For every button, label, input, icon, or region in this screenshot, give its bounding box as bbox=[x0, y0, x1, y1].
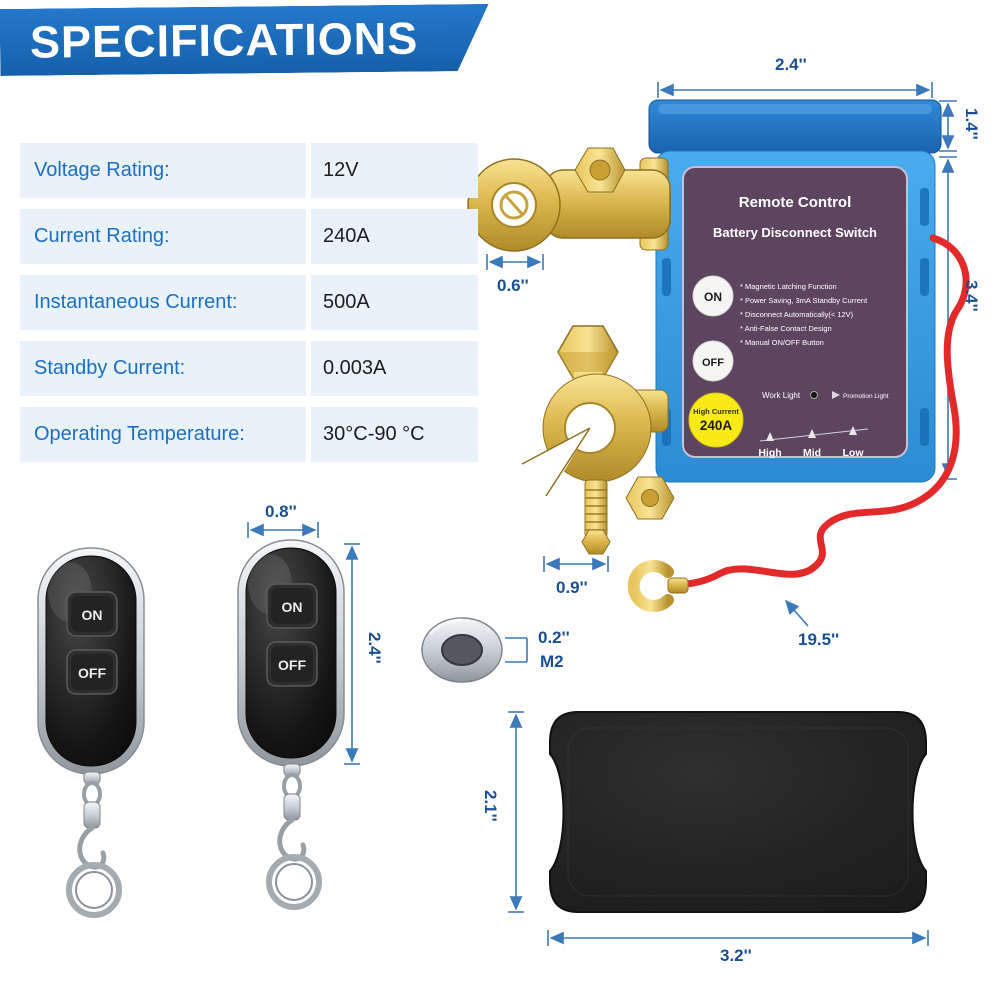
remote-fob-1 bbox=[38, 548, 144, 915]
work-light-label: Work Light bbox=[762, 391, 801, 400]
wire-ring-terminal bbox=[627, 560, 674, 612]
remote-fob-2 bbox=[238, 540, 344, 907]
dim-device-height: 3.4'' bbox=[962, 280, 981, 312]
dim-wire-length: 19.5'' bbox=[798, 630, 840, 649]
level-mid-label: Mid bbox=[803, 447, 821, 459]
feature-item: * Anti-False Contact Design bbox=[740, 324, 832, 333]
badge-line2: 240A bbox=[700, 418, 733, 433]
dim-remote-width: 0.8'' bbox=[265, 502, 297, 521]
level-tick-high bbox=[766, 432, 774, 441]
spec-label: Voltage Rating: bbox=[20, 143, 306, 198]
spec-value: 30°C-90 °C bbox=[311, 407, 478, 462]
dim-ring-terminal: 0.6'' bbox=[497, 276, 529, 295]
spec-table: Voltage Rating: 12V Current Rating: 240A… bbox=[20, 143, 478, 462]
dim-lid-height: 1.4'' bbox=[962, 108, 981, 140]
feature-item: * Magnetic Latching Function bbox=[740, 282, 837, 291]
dim-remote-height: 2.4'' bbox=[365, 632, 384, 664]
dim-pad-height: 2.1'' bbox=[481, 790, 500, 822]
feature-item: * Disconnect Automatically(< 12V) bbox=[740, 310, 854, 319]
feature-list: * Magnetic Latching Function * Power Sav… bbox=[740, 282, 868, 347]
feature-item: * Manual ON/OFF Button bbox=[740, 338, 824, 347]
mounting-pad bbox=[549, 711, 927, 913]
off-button-label: OFF bbox=[702, 357, 724, 369]
level-low-label: Low bbox=[843, 447, 865, 459]
dimension-lines bbox=[247, 82, 957, 946]
dim-device-width: 2.4'' bbox=[775, 55, 807, 74]
device-illustration: Remote Control Battery Disconnect Switch… bbox=[648, 99, 942, 483]
washer bbox=[421, 617, 503, 683]
device-label-panel bbox=[682, 166, 908, 458]
spec-value: 500A bbox=[311, 275, 478, 330]
high-current-badge bbox=[688, 392, 744, 448]
badge-line1: High Current bbox=[693, 407, 739, 416]
red-wire bbox=[667, 234, 970, 589]
dim-washer-size: 0.2'' bbox=[538, 628, 570, 647]
dim-pad-width: 3.2'' bbox=[720, 946, 752, 965]
table-row: Voltage Rating: 12V bbox=[20, 143, 478, 198]
on-button-label: ON bbox=[704, 290, 722, 304]
spec-label: Instantaneous Current: bbox=[20, 275, 306, 330]
promotion-light-icon bbox=[832, 391, 840, 399]
on-button bbox=[692, 275, 734, 317]
promotion-light-label: Promotion Light bbox=[843, 393, 889, 400]
level-tick-mid bbox=[808, 429, 816, 438]
dim-washer-thread: M2 bbox=[540, 652, 564, 671]
spec-value: 240A bbox=[311, 209, 478, 264]
off-button bbox=[692, 340, 734, 382]
spec-label: Current Rating: bbox=[20, 209, 306, 264]
device-title: Remote Control bbox=[739, 194, 852, 211]
table-row: Instantaneous Current: 500A bbox=[20, 275, 478, 330]
page-title: SPECIFICATIONS bbox=[29, 12, 419, 68]
spec-label: Operating Temperature: bbox=[20, 407, 306, 462]
level-high-label: High bbox=[758, 447, 781, 459]
table-row: Operating Temperature: 30°C-90 °C bbox=[20, 407, 478, 462]
dim-clamp-width: 0.9'' bbox=[556, 578, 588, 597]
device-subtitle: Battery Disconnect Switch bbox=[713, 225, 877, 240]
spec-value: 0.003A bbox=[311, 341, 478, 396]
spec-value: 12V bbox=[311, 143, 478, 198]
spec-label: Standby Current: bbox=[20, 341, 306, 396]
table-row: Standby Current: 0.003A bbox=[20, 341, 478, 396]
table-row: Current Rating: 240A bbox=[20, 209, 478, 264]
led-dot bbox=[810, 391, 818, 399]
specifications-banner: SPECIFICATIONS bbox=[0, 4, 489, 76]
level-tick-low bbox=[849, 426, 857, 435]
battery-terminals bbox=[467, 147, 675, 555]
feature-item: * Power Saving, 3mA Standby Current bbox=[740, 296, 868, 305]
